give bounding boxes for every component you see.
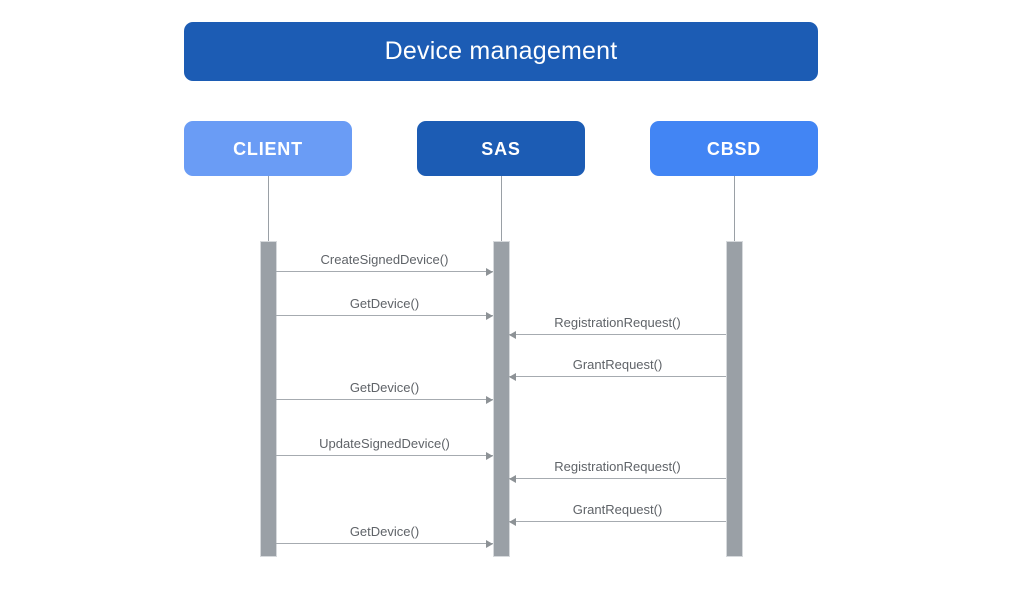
activation-bar-cbsd	[726, 241, 743, 557]
arrow-head-left-8	[509, 517, 516, 526]
arrow-head-right-5	[486, 395, 493, 404]
participant-cbsd[interactable]: CBSD	[650, 121, 818, 176]
page-title: Device management	[384, 37, 618, 65]
message-line-6	[276, 455, 493, 456]
arrow-head-right-2	[486, 311, 493, 320]
message-line-4	[509, 376, 726, 377]
message-label-4: GrantRequest()	[572, 357, 663, 372]
message-line-1	[276, 271, 493, 272]
message-label-5: GetDevice()	[349, 380, 420, 395]
activation-bar-client	[260, 241, 277, 557]
diagram-title-bar: Device management	[184, 22, 818, 81]
participant-client[interactable]: CLIENT	[184, 121, 352, 176]
message-line-8	[509, 521, 726, 522]
participant-sas[interactable]: SAS	[417, 121, 585, 176]
participant-label-sas: SAS	[481, 138, 521, 159]
message-label-7: RegistrationRequest()	[554, 459, 681, 474]
message-line-2	[276, 315, 493, 316]
activation-bar-sas	[493, 241, 510, 557]
message-label-9: GetDevice()	[349, 524, 420, 539]
message-label-6: UpdateSignedDevice()	[319, 436, 450, 451]
arrow-head-right-6	[486, 451, 493, 460]
participant-label-cbsd: CBSD	[706, 138, 762, 159]
message-label-3: RegistrationRequest()	[554, 315, 681, 330]
arrow-head-right-1	[486, 267, 493, 276]
message-label-2: GetDevice()	[349, 296, 420, 311]
message-label-8: GrantRequest()	[572, 502, 663, 517]
arrow-head-left-3	[509, 330, 516, 339]
message-label-1: CreateSignedDevice()	[320, 252, 449, 267]
message-line-5	[276, 399, 493, 400]
message-line-9	[276, 543, 493, 544]
arrow-head-left-4	[509, 372, 516, 381]
message-line-7	[509, 478, 726, 479]
arrow-head-left-7	[509, 474, 516, 483]
participant-label-client: CLIENT	[233, 138, 303, 159]
arrow-head-right-9	[486, 539, 493, 548]
message-line-3	[509, 334, 726, 335]
